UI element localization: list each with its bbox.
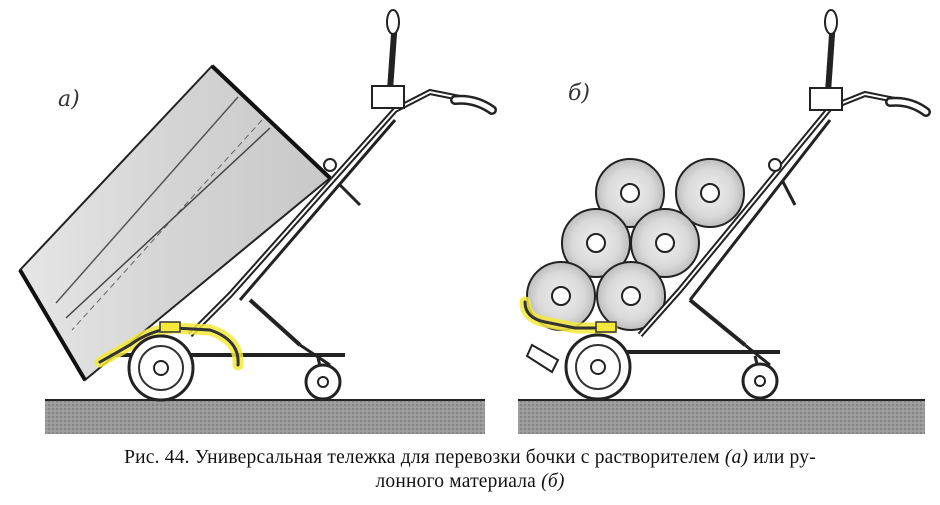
caption-line-2: лонного материала (б) (0, 470, 940, 494)
panel-b-rear-wheel (741, 355, 779, 400)
panel-a-rear-wheel (304, 357, 342, 401)
panel-b-frame (525, 9, 931, 374)
caption-line-1: Рис. 44. Универсальная тележка для перев… (0, 446, 940, 470)
panel-b: б) (518, 9, 931, 434)
caption-line-1-text: Рис. 44. Универсальная тележка для перев… (124, 447, 725, 468)
panel-a: а) (18, 9, 497, 434)
panel-a-main-wheel (127, 334, 195, 402)
figure-illustration: а) (18, 9, 931, 434)
panel-a-ground (45, 400, 485, 434)
panel-b-label: б) (568, 81, 590, 106)
caption-ref-b: (б) (541, 471, 565, 492)
roll (595, 158, 665, 228)
barrel (18, 64, 332, 382)
panel-a-label: а) (58, 87, 80, 112)
caption-ref-a: (а) (724, 447, 749, 468)
caption-line-1-tail: или ру- (748, 447, 816, 468)
panel-b-ground (518, 400, 925, 434)
panel-b-main-wheel (564, 333, 632, 401)
roll (675, 158, 745, 228)
roll (596, 261, 666, 331)
figure-caption: Рис. 44. Универсальная тележка для перев… (0, 446, 940, 494)
rolls (526, 158, 745, 331)
roll (630, 208, 700, 278)
caption-line-2-text: лонного материала (375, 471, 542, 492)
panel-a-frame (110, 9, 497, 367)
